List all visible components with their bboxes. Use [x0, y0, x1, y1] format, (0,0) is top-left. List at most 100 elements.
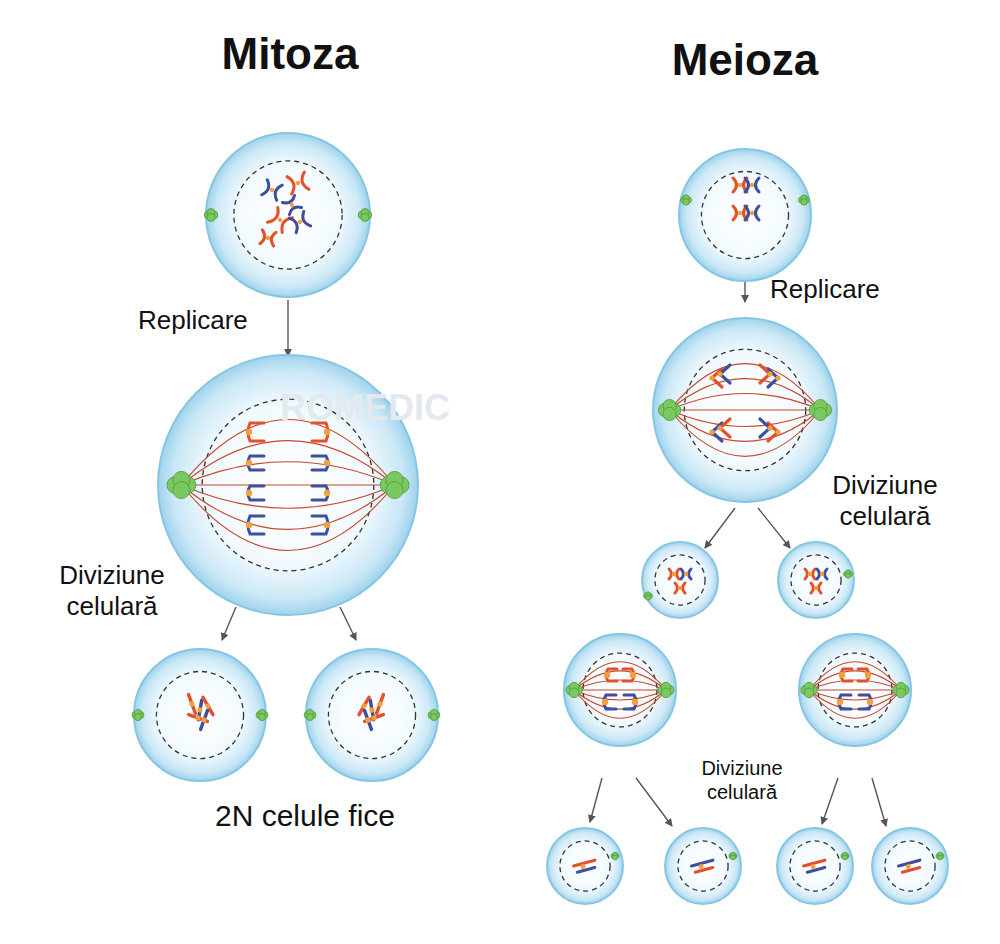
- spindle-fiber: [670, 410, 821, 456]
- centriole: [645, 595, 650, 600]
- chromatid: [811, 583, 821, 593]
- chromatid: [365, 711, 372, 730]
- step-label: Diviziune celulară: [687, 756, 797, 804]
- spindle-fiber: [670, 410, 821, 441]
- cell: [777, 828, 853, 904]
- spindle-fiber: [574, 690, 666, 709]
- arrow: [340, 607, 356, 640]
- spindle-fiber: [574, 680, 666, 690]
- chromosome: [804, 860, 827, 872]
- chromosome: [287, 172, 309, 194]
- spindle-fiber: [670, 410, 821, 426]
- cell: [304, 649, 440, 781]
- centromere: [905, 864, 911, 870]
- result-label: 2N celule fice: [215, 798, 395, 834]
- cell-membrane: [306, 649, 438, 781]
- centrosome: [167, 471, 196, 498]
- spindle-fiber: [574, 671, 666, 690]
- chromatid: [675, 583, 685, 593]
- centromere: [369, 707, 375, 713]
- heading: Mitoza: [222, 28, 359, 81]
- chromosome: [374, 694, 386, 715]
- centromere: [717, 425, 722, 430]
- centrosome: [304, 709, 316, 720]
- arrow: [590, 778, 602, 822]
- centrosome: [204, 209, 218, 222]
- spindle-fiber: [181, 484, 394, 485]
- cell-membrane: [547, 828, 623, 904]
- spindle-fiber: [181, 441, 394, 485]
- centromere: [738, 183, 742, 187]
- chromosome: [805, 569, 815, 579]
- centrosome: [658, 399, 680, 420]
- centriole: [173, 482, 190, 499]
- arrow: [872, 778, 886, 826]
- chromatid: [189, 695, 196, 714]
- chromosome: [262, 180, 283, 201]
- chromosome: [574, 860, 597, 872]
- centromere: [810, 864, 816, 870]
- nuclear-envelope: [885, 841, 935, 891]
- centromere: [839, 672, 845, 678]
- chromosome: [745, 178, 759, 192]
- arrow: [822, 778, 838, 824]
- spindle-fiber: [809, 671, 901, 690]
- spindle-fiber: [574, 690, 666, 718]
- spindle-fiber: [574, 662, 666, 690]
- centromere: [775, 429, 780, 434]
- centromere: [604, 672, 610, 678]
- centromere: [360, 702, 367, 709]
- centriole: [663, 407, 676, 420]
- spindle-fiber: [574, 689, 666, 690]
- chromatid: [817, 569, 827, 579]
- spindle-fiber: [809, 690, 901, 700]
- centromere: [265, 235, 270, 240]
- centrosome: [729, 852, 737, 860]
- arrow: [222, 607, 236, 640]
- centromere: [204, 702, 211, 709]
- arrow: [705, 508, 735, 548]
- centromere: [775, 375, 780, 380]
- centromere: [580, 864, 586, 870]
- cell: [778, 542, 854, 618]
- centrosome: [841, 852, 849, 860]
- centriole: [386, 482, 403, 499]
- centromere: [717, 371, 722, 376]
- cell: [872, 828, 948, 904]
- spindle-fiber: [181, 485, 394, 529]
- cell-membrane: [653, 318, 837, 502]
- spindle-fiber: [181, 462, 394, 485]
- centromere: [837, 699, 843, 705]
- chromatid: [745, 206, 759, 220]
- chromatid: [289, 211, 310, 232]
- spindle-fiber: [670, 394, 821, 410]
- chromosome: [681, 569, 691, 579]
- centriole: [207, 213, 215, 221]
- chromatid: [577, 868, 594, 873]
- chromatid: [902, 868, 919, 873]
- chromosome: [817, 569, 827, 579]
- centromere: [672, 572, 676, 576]
- cell: [679, 149, 811, 281]
- chromatid: [377, 695, 384, 714]
- spindle-fiber: [809, 680, 901, 690]
- centromere: [246, 522, 252, 528]
- cell-membrane: [206, 133, 370, 297]
- centromere: [632, 699, 638, 705]
- centromere: [602, 699, 608, 705]
- cell: [653, 318, 837, 502]
- arrow: [758, 508, 790, 548]
- spindle-fiber: [670, 379, 821, 410]
- centromere: [365, 717, 372, 724]
- step-label: Diviziune celulară: [37, 560, 187, 622]
- centrosome: [936, 852, 944, 860]
- chromosome: [899, 860, 922, 872]
- centrosome: [799, 195, 810, 205]
- centrosome: [893, 682, 909, 697]
- nuclear-envelope: [791, 555, 841, 605]
- centromere: [246, 460, 252, 466]
- centriole: [843, 855, 848, 860]
- nuclear-envelope: [234, 161, 342, 269]
- chromatid: [669, 569, 679, 579]
